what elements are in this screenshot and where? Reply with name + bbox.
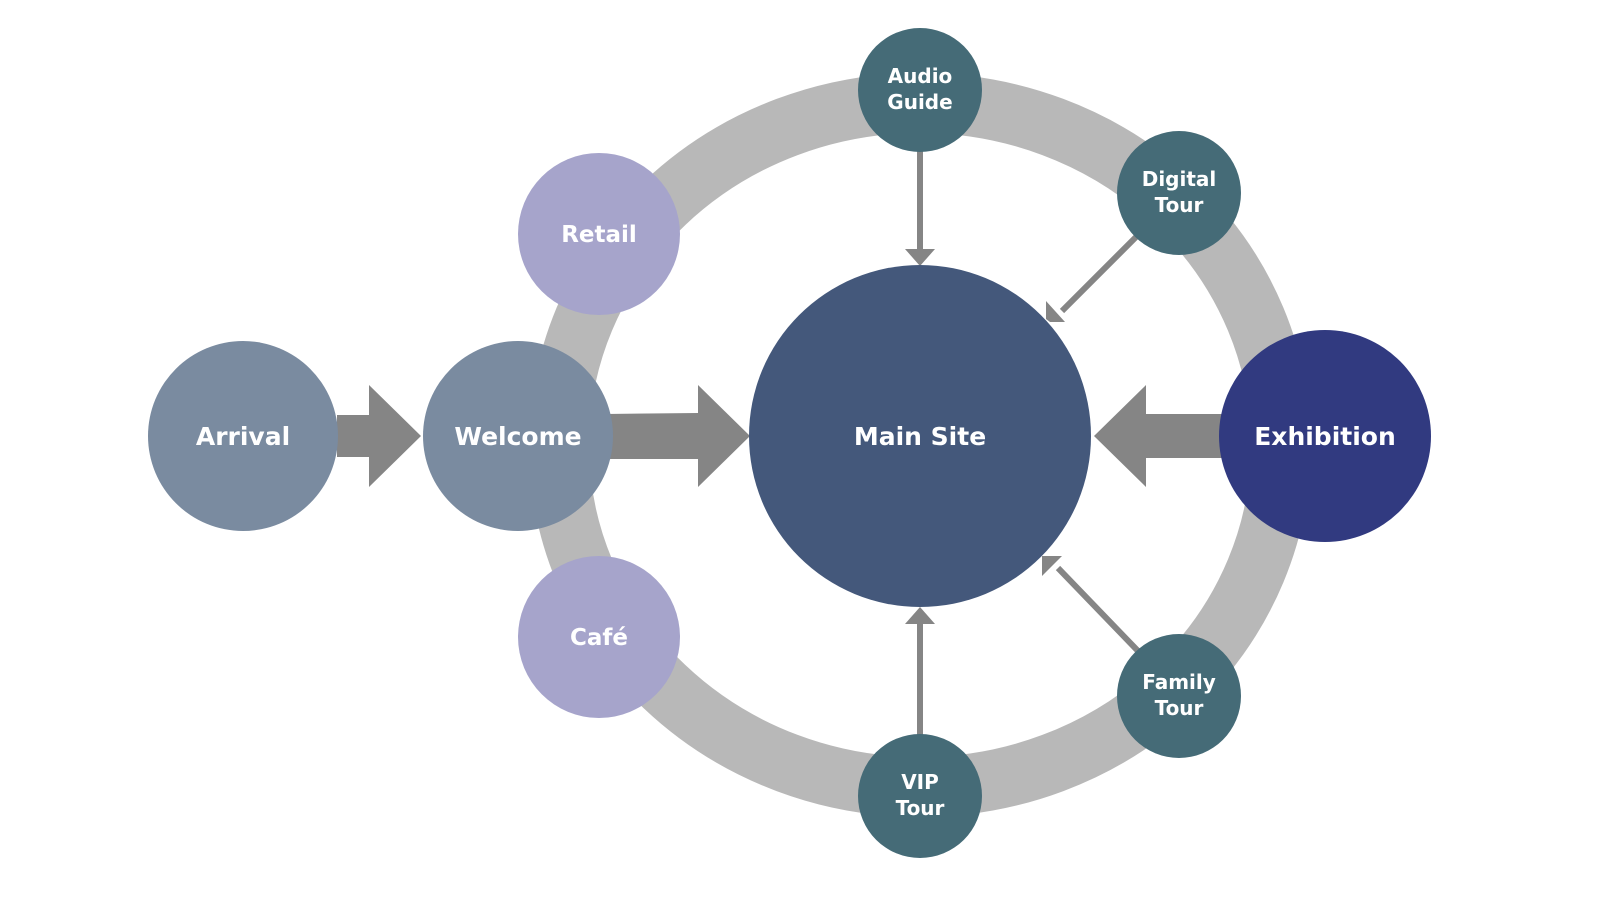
node-label-exhibition: Exhibition [1254,422,1396,451]
node-label-retail: Retail [561,222,637,248]
node-cafe: Café [518,556,680,718]
node-exhibition: Exhibition [1219,330,1431,542]
node-welcome: Welcome [423,341,613,531]
node-audio-guide: Audio Guide [858,28,982,152]
node-label-arrival: Arrival [196,422,290,451]
node-label-family-tour: Family [1142,670,1216,694]
node-label-vip-tour-line2: Tour [896,796,945,820]
node-digital-tour: Digital Tour [1117,131,1241,255]
arrow-welcome-to-main-site [605,385,750,487]
node-vip-tour: VIP Tour [858,734,982,858]
arrow-digital-tour-to-main-site [1046,234,1139,322]
arrow-exhibition-to-main-site [1094,385,1225,487]
node-retail: Retail [518,153,680,315]
arrow-vip-tour-to-main-site [905,607,935,735]
arrow-audio-guide-to-main-site [905,150,935,266]
node-label-digital-tour: Digital [1142,167,1217,191]
node-family-tour: Family Tour [1117,634,1241,758]
node-arrival: Arrival [148,341,338,531]
arrow-arrival-to-welcome [337,385,421,487]
node-label-audio-guide-line2: Guide [887,90,952,114]
node-label-cafe: Café [570,625,628,651]
node-label-vip-tour: VIP [901,770,939,794]
node-label-welcome: Welcome [454,422,581,451]
node-label-main-site: Main Site [854,422,986,451]
node-main-site: Main Site [749,265,1091,607]
node-label-digital-tour-line2: Tour [1155,193,1204,217]
arrow-family-tour-to-main-site [1042,556,1141,654]
node-label-audio-guide: Audio [888,64,953,88]
node-label-family-tour-line2: Tour [1155,696,1204,720]
